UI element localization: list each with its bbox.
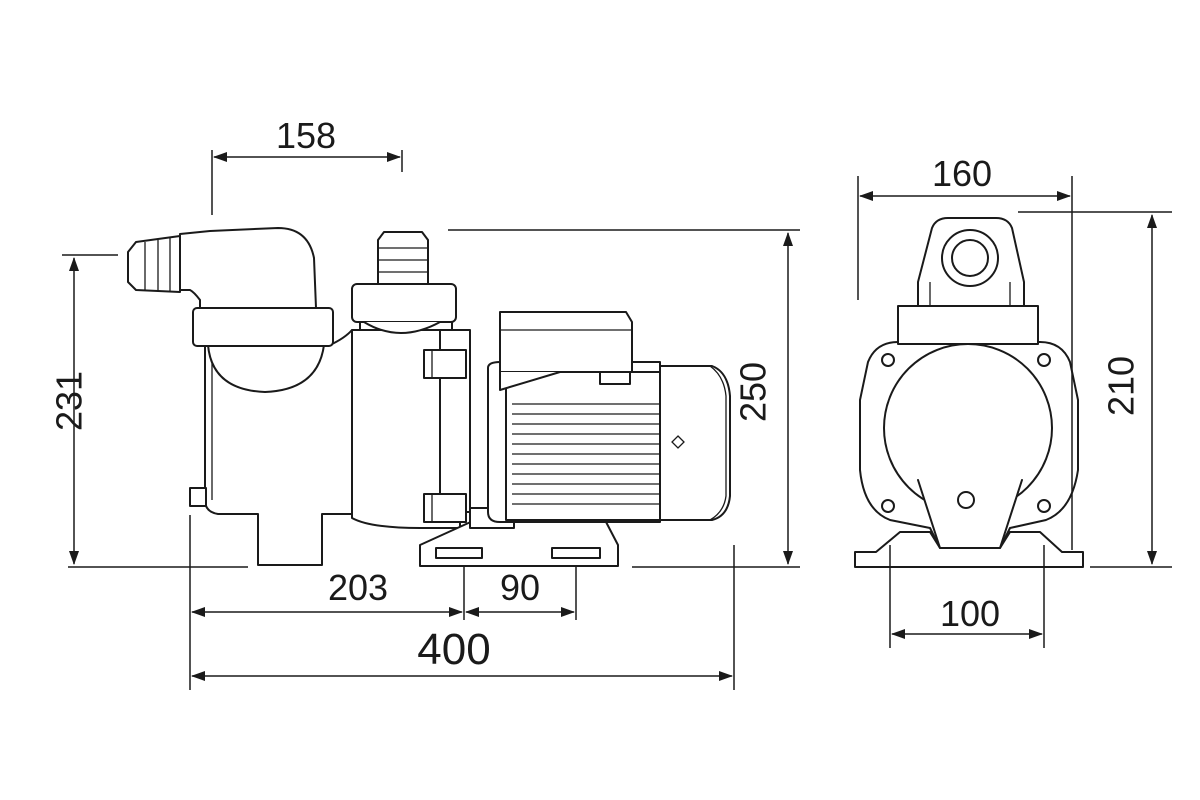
dim-label-90: 90 [500,567,540,608]
dim-label-400: 400 [417,625,490,674]
motor-fins [505,371,667,521]
rotation-mark [671,435,685,449]
dim-label-250: 250 [733,362,774,422]
base-foot-right [551,547,601,559]
cooling-fins [512,403,660,505]
base-foot-left [435,547,483,559]
side-view [127,227,731,567]
outlet-neck [363,321,441,334]
front-view [854,217,1084,568]
terminal-box [499,311,633,373]
terminal-box-brace [499,371,561,391]
terminal-gland [599,371,631,385]
inlet-connector [127,235,181,293]
front-bolts [881,353,1051,513]
front-view-dimensions: 160 210 100 [857,153,1172,648]
front-lower-web [917,479,1023,549]
front-base [854,531,1084,568]
strainer-bowl [207,344,325,393]
front-top-block [897,305,1039,345]
dim-label-231: 231 [49,371,90,431]
dim-label-210: 210 [1101,356,1142,416]
outlet-union [351,283,457,323]
flange-bolt-top [423,349,467,379]
dim-label-100: 100 [940,593,1000,634]
dim-label-158: 158 [276,115,336,156]
front-outlet-bore [951,239,989,277]
dim-label-160: 160 [932,153,992,194]
outlet-connector [377,231,429,285]
dim-label-203: 203 [328,567,388,608]
drain-plug [189,487,207,507]
lid-ring [192,307,334,347]
flange-bolt-bottom [423,493,467,523]
fan-cover [659,365,731,521]
pump-volute [351,329,461,529]
side-view-dimensions: 158 231 250 203 90 400 [49,115,800,690]
lid-top [179,227,317,309]
